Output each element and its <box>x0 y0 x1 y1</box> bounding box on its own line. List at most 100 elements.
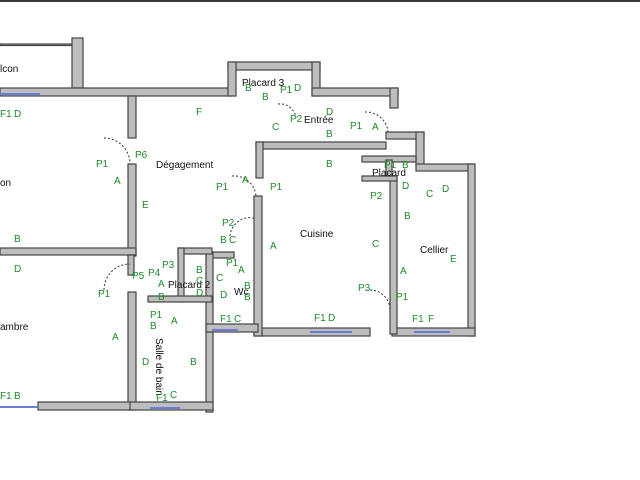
wall <box>227 61 321 71</box>
wall <box>255 141 264 179</box>
wall <box>0 43 73 47</box>
wall <box>127 254 135 276</box>
wall <box>147 295 213 303</box>
tag-b: B <box>14 234 21 245</box>
room-cellier: Cellier <box>420 245 449 256</box>
tag-d: D <box>402 181 409 192</box>
room-placard3: Placard 3 <box>242 78 285 89</box>
tag-p1: P1 <box>270 182 283 193</box>
tag-p1: P1 <box>280 85 293 96</box>
tag-a: A <box>238 265 245 276</box>
wall <box>255 141 387 150</box>
tag-b: B <box>245 83 252 94</box>
tag-d: D <box>14 264 21 275</box>
tag-a: A <box>270 241 277 252</box>
tag-d: D <box>142 357 149 368</box>
tag-d: D <box>220 290 227 301</box>
tag-c: C <box>272 122 279 133</box>
tag-p1: P1 <box>396 292 409 303</box>
door <box>231 175 257 197</box>
tag-c: C <box>196 276 203 287</box>
tag-d: D <box>14 109 21 120</box>
tag-p1: P1 <box>216 182 229 193</box>
door <box>103 263 131 291</box>
wall <box>389 87 399 109</box>
room-chambre: ambre <box>0 322 29 333</box>
wall <box>361 175 398 182</box>
tag-d: D <box>328 313 335 324</box>
tag-f: F <box>428 314 434 325</box>
tag-p1: P1 <box>226 258 239 269</box>
tag-b: B <box>220 235 227 246</box>
tag-p4: P4 <box>148 268 161 279</box>
tag-a: A <box>158 279 165 290</box>
door <box>277 103 297 119</box>
tag-b: B <box>326 129 333 140</box>
room-wc: Wc <box>234 287 248 298</box>
wall <box>467 163 476 337</box>
tag-p1: P1 <box>350 121 363 132</box>
tag-p1: P1 <box>96 159 109 170</box>
room-placard2: Placard 2 <box>168 280 211 291</box>
tag-f1: F1 <box>220 314 232 325</box>
tag-p3: P3 <box>358 283 371 294</box>
tag-d: D <box>196 288 203 299</box>
tag-p2: P2 <box>290 114 303 125</box>
tag-p5: P5 <box>132 271 145 282</box>
tag-p1: P1 <box>98 289 111 300</box>
tag-b: B <box>262 92 269 103</box>
tag-p1: P1 <box>384 160 397 171</box>
room-labels: lcon on ambre Dégagement Placard 3 Entré… <box>0 64 449 396</box>
tag-f1: F1 <box>0 109 12 120</box>
wall <box>37 401 131 411</box>
tag-a: A <box>372 122 379 133</box>
tag-a: A <box>114 176 121 187</box>
tag-a: A <box>112 332 119 343</box>
room-placard: Placard <box>372 168 406 179</box>
tag-b: B <box>196 265 203 276</box>
tag-c: C <box>234 314 241 325</box>
tag-c: C <box>426 189 433 200</box>
tag-f1: F1 <box>156 393 168 404</box>
tag-c: C <box>216 273 223 284</box>
tag-b: B <box>190 357 197 368</box>
wall <box>0 247 137 256</box>
tag-a: A <box>400 266 407 277</box>
door <box>369 289 391 311</box>
door <box>103 137 131 165</box>
doors <box>103 103 391 311</box>
tag-p6: P6 <box>135 150 148 161</box>
tag-f: F <box>196 107 202 118</box>
wall <box>415 163 475 172</box>
tag-b: B <box>158 292 165 303</box>
room-degagement: Dégagement <box>156 160 213 171</box>
tag-b: B <box>244 292 251 303</box>
tag-c: C <box>170 390 177 401</box>
tag-c: C <box>372 239 379 250</box>
wall <box>205 323 259 333</box>
tag-e: E <box>450 254 457 265</box>
wall <box>71 37 84 89</box>
tag-f1: F1 <box>0 391 12 402</box>
wall <box>385 159 393 177</box>
tag-b: B <box>14 391 21 402</box>
tag-p1: P1 <box>150 310 163 321</box>
wall <box>415 131 425 167</box>
wall <box>177 247 185 303</box>
wall <box>389 175 398 335</box>
tag-c: C <box>229 235 236 246</box>
tag-p2: P2 <box>370 191 383 202</box>
tag-b: B <box>326 159 333 170</box>
top-border <box>0 0 640 2</box>
tag-a: A <box>171 316 178 327</box>
tag-b: B <box>244 281 251 292</box>
tag-b: B <box>402 160 409 171</box>
room-cuisine: Cuisine <box>300 229 334 240</box>
tag-b: B <box>404 211 411 222</box>
tag-e: E <box>142 200 149 211</box>
wall <box>311 87 399 97</box>
wall <box>127 95 137 139</box>
room-salle-de-bain: Salle de bain <box>153 338 164 396</box>
